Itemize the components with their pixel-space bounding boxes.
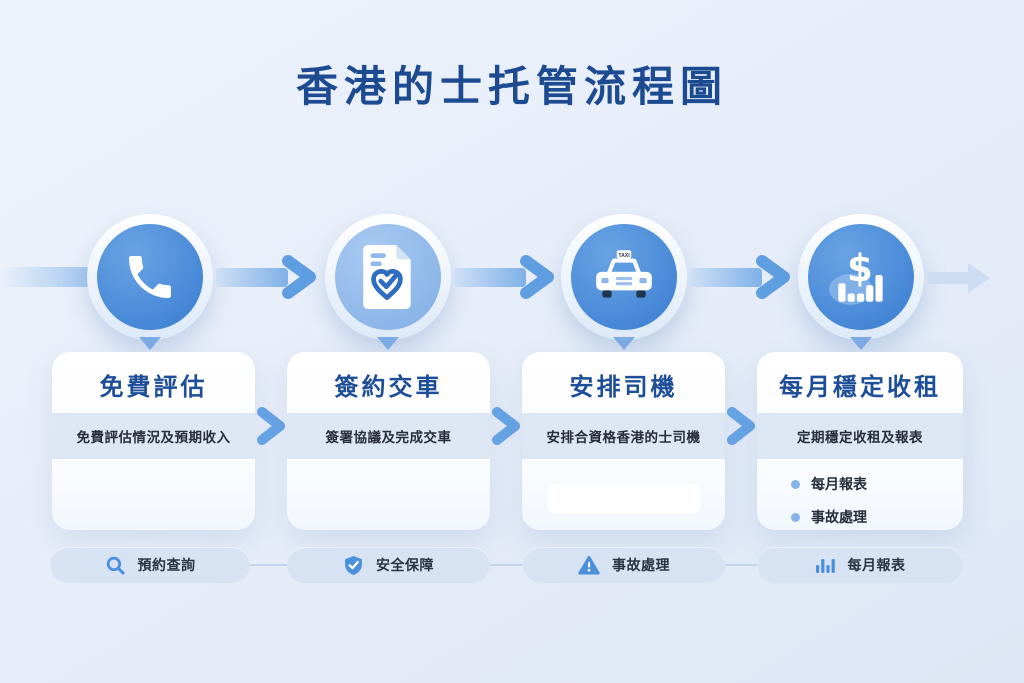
badge-label: 事故處理 xyxy=(612,557,670,573)
flow-arrow-chevron-icon xyxy=(282,255,316,299)
page-title: 香港的士托管流程圖 xyxy=(295,63,728,110)
circle-tail xyxy=(377,337,399,350)
badge-label: 每月報表 xyxy=(847,557,906,573)
shield-check-icon xyxy=(345,555,362,575)
step-card-income: 每月穩定收租 定期穩定收租及報表 每月報表 事故處理 xyxy=(757,352,963,530)
card-arrow-chevron-icon xyxy=(727,407,755,445)
bullet-dot xyxy=(791,512,800,522)
step-circle-contract xyxy=(325,214,451,350)
flow-exit-arrow-icon xyxy=(928,263,990,293)
contract-check-icon xyxy=(335,224,441,330)
flow-arrow-chevron-icon xyxy=(520,255,554,299)
card-subtitle-band: 安排合資格香港的士司機 xyxy=(522,413,725,459)
bullet-item: 事故處理 xyxy=(791,507,963,527)
step-circle-assessment xyxy=(87,214,213,350)
phone-icon xyxy=(97,224,203,330)
flow-arrow-bar xyxy=(690,268,762,287)
bullet-label: 事故處理 xyxy=(811,509,867,525)
dollar-symbol: $ xyxy=(847,247,873,290)
bullet-label: 每月報表 xyxy=(811,476,867,492)
circle-tail xyxy=(850,337,872,350)
badge-pill-report: 每月報表 xyxy=(757,547,963,583)
taxi-sign-label: TAXI xyxy=(618,253,630,259)
search-icon xyxy=(106,556,125,575)
card-subtitle-band: 定期穩定收租及報表 xyxy=(757,413,963,459)
pill-connector-line xyxy=(725,564,757,566)
step-card-assessment: 免費評估 免費評估情況及預期收入 xyxy=(52,352,255,530)
card-title: 免費評估 xyxy=(99,374,208,401)
badge-label: 安全保障 xyxy=(376,557,434,573)
pill-connector-line xyxy=(490,564,523,566)
circle-tail xyxy=(139,337,161,350)
card-highlight-area xyxy=(547,484,700,514)
badge-pill-booking: 預約查詢 xyxy=(50,547,250,583)
bullet-list: 每月報表 事故處理 xyxy=(791,474,963,527)
card-arrow-chevron-icon xyxy=(492,407,520,445)
badge-pill-security: 安全保障 xyxy=(287,547,490,583)
badge-label: 預約查詢 xyxy=(137,557,196,573)
flow-lead-bar xyxy=(0,267,90,287)
badge-pill-incident: 事故處理 xyxy=(523,547,725,583)
circle-tail xyxy=(613,337,635,350)
income-chart-icon: $ xyxy=(808,224,914,330)
warning-icon xyxy=(578,555,600,575)
step-circle-income: $ xyxy=(798,214,924,350)
pill-connector-line xyxy=(250,564,287,566)
flow-arrow-bar xyxy=(216,268,288,287)
card-subtitle-band: 簽署協議及完成交車 xyxy=(287,413,490,459)
card-title: 安排司機 xyxy=(569,374,678,401)
bar-chart-icon xyxy=(815,558,835,573)
flow-arrow-chevron-icon xyxy=(756,255,790,299)
flow-arrow-bar xyxy=(454,268,526,287)
bullet-item: 每月報表 xyxy=(791,474,963,494)
card-subtitle-band: 免費評估情況及預期收入 xyxy=(52,413,255,459)
step-circle-driver: TAXI xyxy=(561,214,687,350)
step-card-driver: 安排司機 安排合資格香港的士司機 xyxy=(522,352,725,530)
card-title: 每月穩定收租 xyxy=(779,374,941,401)
card-arrow-chevron-icon xyxy=(257,407,285,445)
step-card-contract: 簽約交車 簽署協議及完成交車 xyxy=(287,352,490,530)
taxi-icon: TAXI xyxy=(571,224,677,330)
card-title: 簽約交車 xyxy=(334,374,443,401)
bullet-dot xyxy=(791,479,800,489)
